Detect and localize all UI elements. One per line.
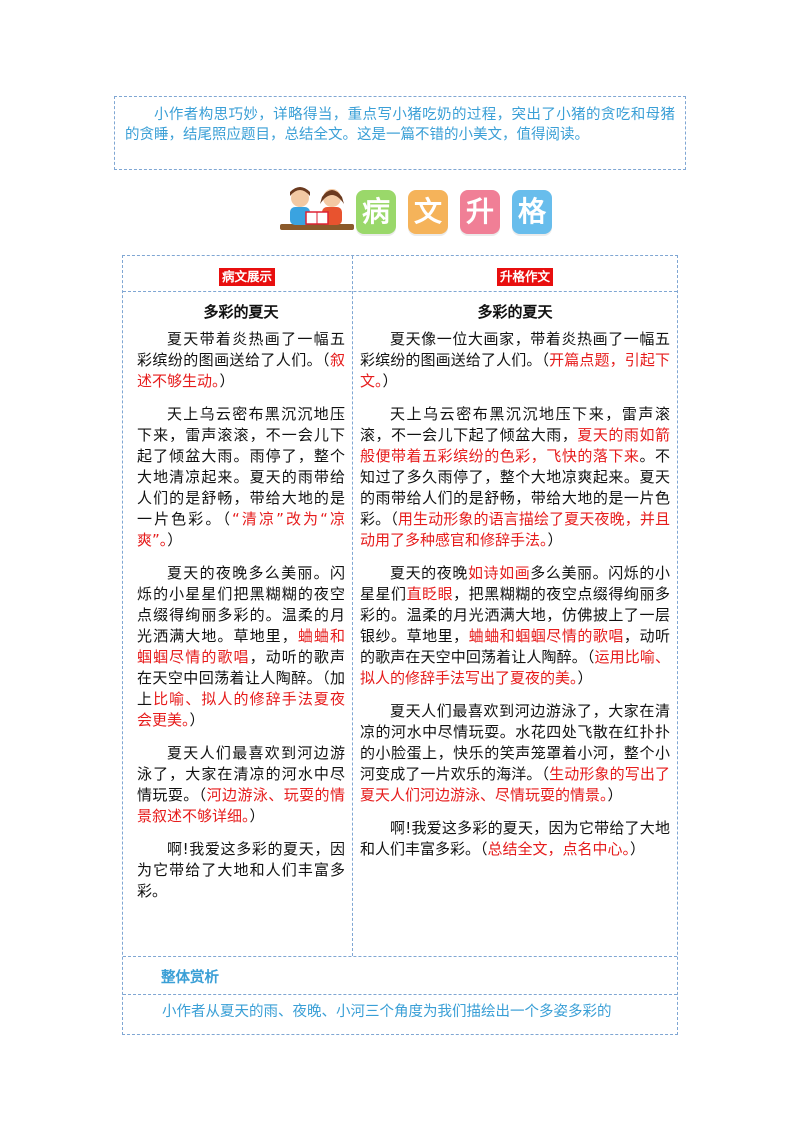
improved-paragraph-3: 夏天的夜晚如诗如画多么美丽。闪烁的小星星们直眨眼，把黑糊糊的夜空点缀得绚丽多彩的…: [360, 564, 670, 687]
column-divider: [352, 256, 353, 956]
original-paragraph-1: 夏天带着炎热画了一幅五彩缤纷的图画送给了人们。（叙述不够生动。）: [137, 330, 345, 390]
children-reading-icon: [280, 187, 354, 230]
improved-paragraph-2: 天上乌云密布黑沉沉地压下来，雷声滚滚，不一会儿下起了倾盆大雨，夏天的雨如箭般便带…: [360, 405, 670, 549]
original-paragraph-3: 夏天的夜晚多么美丽。闪烁的小星星们把黑糊糊的夜空点缀得绚丽多彩的。温柔的月光洒满…: [137, 564, 345, 729]
banner-tile-3: 升: [460, 190, 500, 234]
comparison-table: 病文展示 升格作文 多彩的夏天 夏天带着炎热画了一幅五彩缤纷的图画送给了人们。（…: [122, 255, 678, 1035]
original-paragraph-5: 啊!我爱这多彩的夏天，因为它带给了大地和人们丰富多彩。: [137, 840, 345, 900]
original-essay-title: 多彩的夏天: [203, 303, 279, 321]
overall-text: 小作者从夏天的雨、夜晚、小河三个角度为我们描绘出一个多姿多彩的: [162, 1004, 612, 1020]
improved-essay-title: 多彩的夏天: [477, 303, 553, 321]
improved-paragraph-5: 啊!我爱这多彩的夏天，因为它带给了大地和人们丰富多彩。（总结全文，点名中心。）: [360, 819, 670, 858]
right-column-tag: 升格作文: [497, 268, 554, 286]
commentary-box: 小作者构思巧妙，详略得当，重点写小猪吃奶的过程，突出了小猪的贪吃和母猪的贪睡，结…: [114, 96, 686, 170]
section-banner: 病 文 升 格: [270, 184, 560, 244]
improved-essay: 多彩的夏天 夏天像一位大画家，带着炎热画了一幅五彩缤纷的图画送给了人们。（开篇点…: [360, 298, 670, 872]
improved-paragraph-1: 夏天像一位大画家，带着炎热画了一幅五彩缤纷的图画送给了人们。（开篇点题，引起下文…: [360, 330, 670, 390]
original-paragraph-2: 天上乌云密布黑沉沉地压下来，雷声滚滚，不一会儿下起了倾盆大雨。雨停了，整个大地清…: [137, 405, 345, 549]
left-column-tag: 病文展示: [219, 268, 276, 286]
overall-divider-top: [123, 956, 677, 957]
improved-paragraph-4: 夏天人们最喜欢到河边游泳了，大家在清凉的河水中尽情玩耍。水花四处飞散在红扑扑的小…: [360, 702, 670, 804]
header-divider: [123, 291, 677, 292]
original-paragraph-4: 夏天人们最喜欢到河边游泳了，大家在清凉的河水中尽情玩耍。（河边游泳、玩耍的情景叙…: [137, 744, 345, 825]
banner-tile-1: 病: [356, 190, 396, 234]
banner-tile-4: 格: [512, 190, 552, 234]
original-essay: 多彩的夏天 夏天带着炎热画了一幅五彩缤纷的图画送给了人们。（叙述不够生动。） 天…: [137, 298, 345, 914]
overall-heading: 整体赏析: [161, 970, 219, 986]
banner-tile-2: 文: [408, 190, 448, 234]
overall-divider-bottom: [123, 994, 677, 995]
